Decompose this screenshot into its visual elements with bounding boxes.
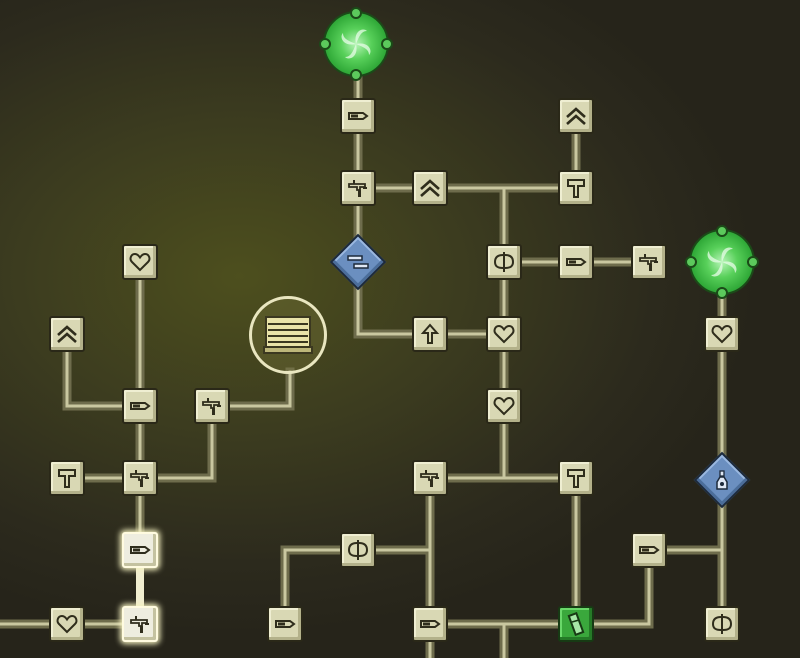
rifle-icon	[130, 469, 150, 488]
arrow-up-icon	[422, 324, 438, 344]
wire-core	[210, 370, 292, 408]
node-battleaxe-low[interactable]	[340, 532, 376, 568]
node-knife-left[interactable]	[122, 388, 158, 424]
warp-portal-top[interactable]	[319, 7, 393, 81]
rifle-icon	[639, 253, 659, 272]
rifle-icon	[130, 615, 150, 634]
node-hammer-center[interactable]	[558, 460, 594, 496]
node-rifle-mid-right[interactable]	[631, 244, 667, 280]
node-battleaxe-mid[interactable]	[486, 244, 522, 280]
node-hammer-left[interactable]	[49, 460, 85, 496]
node-chevron-left[interactable]	[49, 316, 85, 352]
node-rifle-center[interactable]	[412, 460, 448, 496]
potion-icon	[716, 470, 728, 490]
battleaxe-icon	[712, 613, 732, 635]
knife-icon	[275, 620, 295, 628]
rifle-icon	[202, 397, 222, 416]
node-top-rifle[interactable]	[340, 170, 376, 206]
chevron-icon	[419, 179, 441, 198]
wire-core	[138, 404, 214, 480]
portal-swirl-icon	[341, 29, 371, 59]
heart-icon	[493, 325, 515, 343]
node-diamond-potion[interactable]	[693, 451, 751, 509]
heart-icon	[493, 397, 515, 415]
node-rifle-left[interactable]	[122, 460, 158, 496]
heart-icon	[711, 325, 733, 343]
chevron-icon	[565, 107, 587, 126]
rifle-icon	[348, 179, 368, 198]
node-arrow-up[interactable]	[412, 316, 448, 352]
node-heart-bottom-left[interactable]	[49, 606, 85, 642]
node-top-knife[interactable]	[340, 98, 376, 134]
warp-portal-right[interactable]	[685, 225, 759, 299]
heart-icon	[56, 615, 78, 633]
portal-swirl-icon	[707, 247, 737, 277]
knife-icon	[639, 546, 659, 554]
node-heart-center-low[interactable]	[486, 388, 522, 424]
cylinder-icon	[567, 612, 585, 636]
wire-core	[574, 548, 651, 626]
node-rifle-left-mid[interactable]	[194, 388, 230, 424]
knife-icon	[130, 402, 150, 410]
switch-icon	[347, 255, 369, 269]
heart-icon	[129, 253, 151, 271]
node-knife-mid-right[interactable]	[558, 244, 594, 280]
chevron-icon	[56, 325, 78, 344]
node-top-chevron[interactable]	[412, 170, 448, 206]
node-diamond-switch[interactable]	[329, 233, 387, 291]
battleaxe-icon	[494, 251, 514, 273]
chest-icon	[263, 316, 313, 354]
wire-core	[65, 332, 142, 408]
node-upper-hammer[interactable]	[558, 170, 594, 206]
knife-icon	[348, 112, 368, 120]
treasure-chest[interactable]	[249, 296, 327, 374]
node-heart-center[interactable]	[486, 316, 522, 352]
node-heart-right[interactable]	[704, 316, 740, 352]
rifle-icon	[420, 469, 440, 488]
node-knife-right-low[interactable]	[631, 532, 667, 568]
knife-icon	[566, 258, 586, 266]
node-battleaxe-bottom-right[interactable]	[704, 606, 740, 642]
node-upper-chevron-right[interactable]	[558, 98, 594, 134]
knife-icon	[420, 620, 440, 628]
node-rifle-active[interactable]	[122, 606, 158, 642]
node-knife-bottom-2[interactable]	[412, 606, 448, 642]
node-cylinder-green[interactable]	[558, 606, 594, 642]
hammer-icon	[58, 469, 76, 488]
hammer-icon	[567, 469, 585, 488]
knife-icon	[130, 546, 150, 554]
node-knife-bottom-1[interactable]	[267, 606, 303, 642]
battleaxe-icon	[348, 539, 368, 561]
wire-core	[283, 548, 360, 626]
node-knife-active[interactable]	[122, 532, 158, 568]
node-heart-left-top[interactable]	[122, 244, 158, 280]
hammer-icon	[567, 179, 585, 198]
